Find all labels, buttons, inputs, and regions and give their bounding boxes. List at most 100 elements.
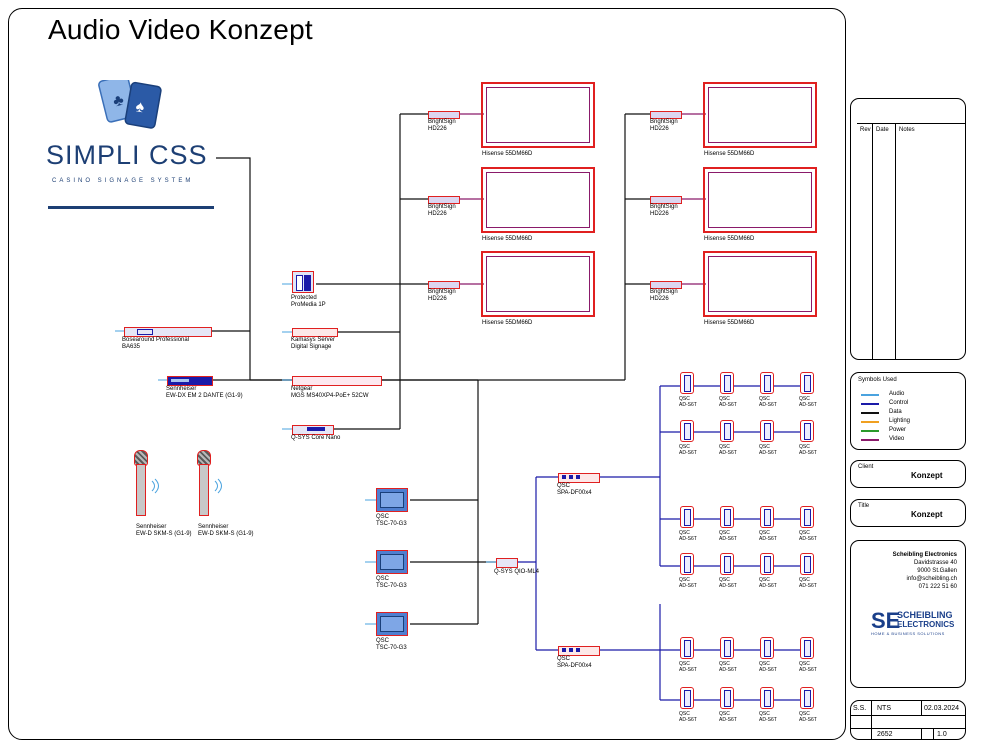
brightsign-label: BrightSign HD226 xyxy=(428,289,456,302)
speaker xyxy=(760,420,774,442)
legend-swatch xyxy=(861,403,879,405)
display-label: Hisense 55DM66D xyxy=(704,151,755,157)
page-title: Audio Video Konzept xyxy=(48,14,313,45)
date-header: Date xyxy=(876,127,889,133)
handheld-mic xyxy=(197,450,211,516)
network-switch xyxy=(292,376,382,386)
revision-block: Rev Date Notes xyxy=(850,98,966,360)
revision-number: 1.0 xyxy=(937,731,947,738)
display xyxy=(481,82,595,148)
legend-swatch xyxy=(861,394,879,396)
drawing-number: 2652 xyxy=(877,731,893,738)
display xyxy=(703,251,817,317)
speaker xyxy=(680,506,694,528)
speaker xyxy=(800,372,814,394)
speaker xyxy=(680,553,694,575)
qio-device xyxy=(496,558,518,568)
legend-swatch xyxy=(861,430,879,432)
wireless-icon xyxy=(214,478,222,494)
client-block: Client Konzept xyxy=(850,460,966,488)
logo-underline xyxy=(48,206,214,209)
display xyxy=(703,167,817,233)
legend-item: Audio xyxy=(861,391,951,399)
company-block: Scheibling Electronics Davidstrasse 40 9… xyxy=(850,540,966,688)
title-block: Title Konzept xyxy=(850,499,966,527)
speaker xyxy=(720,687,734,709)
title-value: Konzept xyxy=(911,510,943,519)
legend-label: Lighting xyxy=(889,418,911,424)
brightsign-label: BrightSign HD226 xyxy=(428,204,456,217)
legend-label: Audio xyxy=(889,391,905,397)
handheld-mic xyxy=(134,450,148,516)
speaker xyxy=(680,637,694,659)
brightsign-label: BrightSign HD226 xyxy=(650,119,678,132)
brightsign-label: BrightSign HD226 xyxy=(428,119,456,132)
svg-text:♠: ♠ xyxy=(134,98,146,116)
speaker xyxy=(800,506,814,528)
brightsign-player xyxy=(650,111,682,119)
rev-header: Rev xyxy=(860,127,871,133)
speaker xyxy=(680,420,694,442)
touch-panel xyxy=(376,612,408,636)
simpli-logo: ♣ ♠ SIMPLI CSS CASINO SIGNAGE SYSTEM xyxy=(46,80,218,212)
brightsign-label: BrightSign HD226 xyxy=(650,204,678,217)
display xyxy=(481,251,595,317)
brightsign-player xyxy=(428,196,460,204)
date: 02.03.2024 xyxy=(924,705,960,712)
drawing-frame xyxy=(8,8,846,740)
speaker xyxy=(800,687,814,709)
logo-tagline: CASINO SIGNAGE SYSTEM xyxy=(52,178,194,184)
legend-item: Power xyxy=(861,427,951,435)
info-block: S.S. NTS 02.03.2024 2652 1.0 xyxy=(850,700,966,740)
brightsign-player xyxy=(650,281,682,289)
brightsign-label: BrightSign HD226 xyxy=(650,289,678,302)
speaker xyxy=(800,637,814,659)
legend-item: Control xyxy=(861,400,951,408)
speaker xyxy=(800,553,814,575)
speaker xyxy=(720,372,734,394)
scale: NTS xyxy=(877,705,891,712)
title-label: Title xyxy=(858,503,870,509)
display xyxy=(703,82,817,148)
brightsign-player xyxy=(428,111,460,119)
speaker xyxy=(760,637,774,659)
speaker xyxy=(760,553,774,575)
speaker xyxy=(760,687,774,709)
wireless-icon xyxy=(151,478,159,494)
qsys-core-label: Q-SYS Core Nano xyxy=(291,435,341,441)
ks-server xyxy=(292,328,338,337)
protected-device xyxy=(292,271,314,293)
legend-label: Data xyxy=(889,409,902,415)
display-label: Hisense 55DM66D xyxy=(482,151,533,157)
legend-item: Video xyxy=(861,436,951,444)
touch-panel xyxy=(376,488,408,512)
display xyxy=(481,167,595,233)
drawn-by: S.S. xyxy=(853,705,867,712)
legend-swatch xyxy=(861,439,879,441)
scheibling-logo: SE SCHEIBLING ELECTRONICS HOME & BUSINES… xyxy=(871,608,955,637)
